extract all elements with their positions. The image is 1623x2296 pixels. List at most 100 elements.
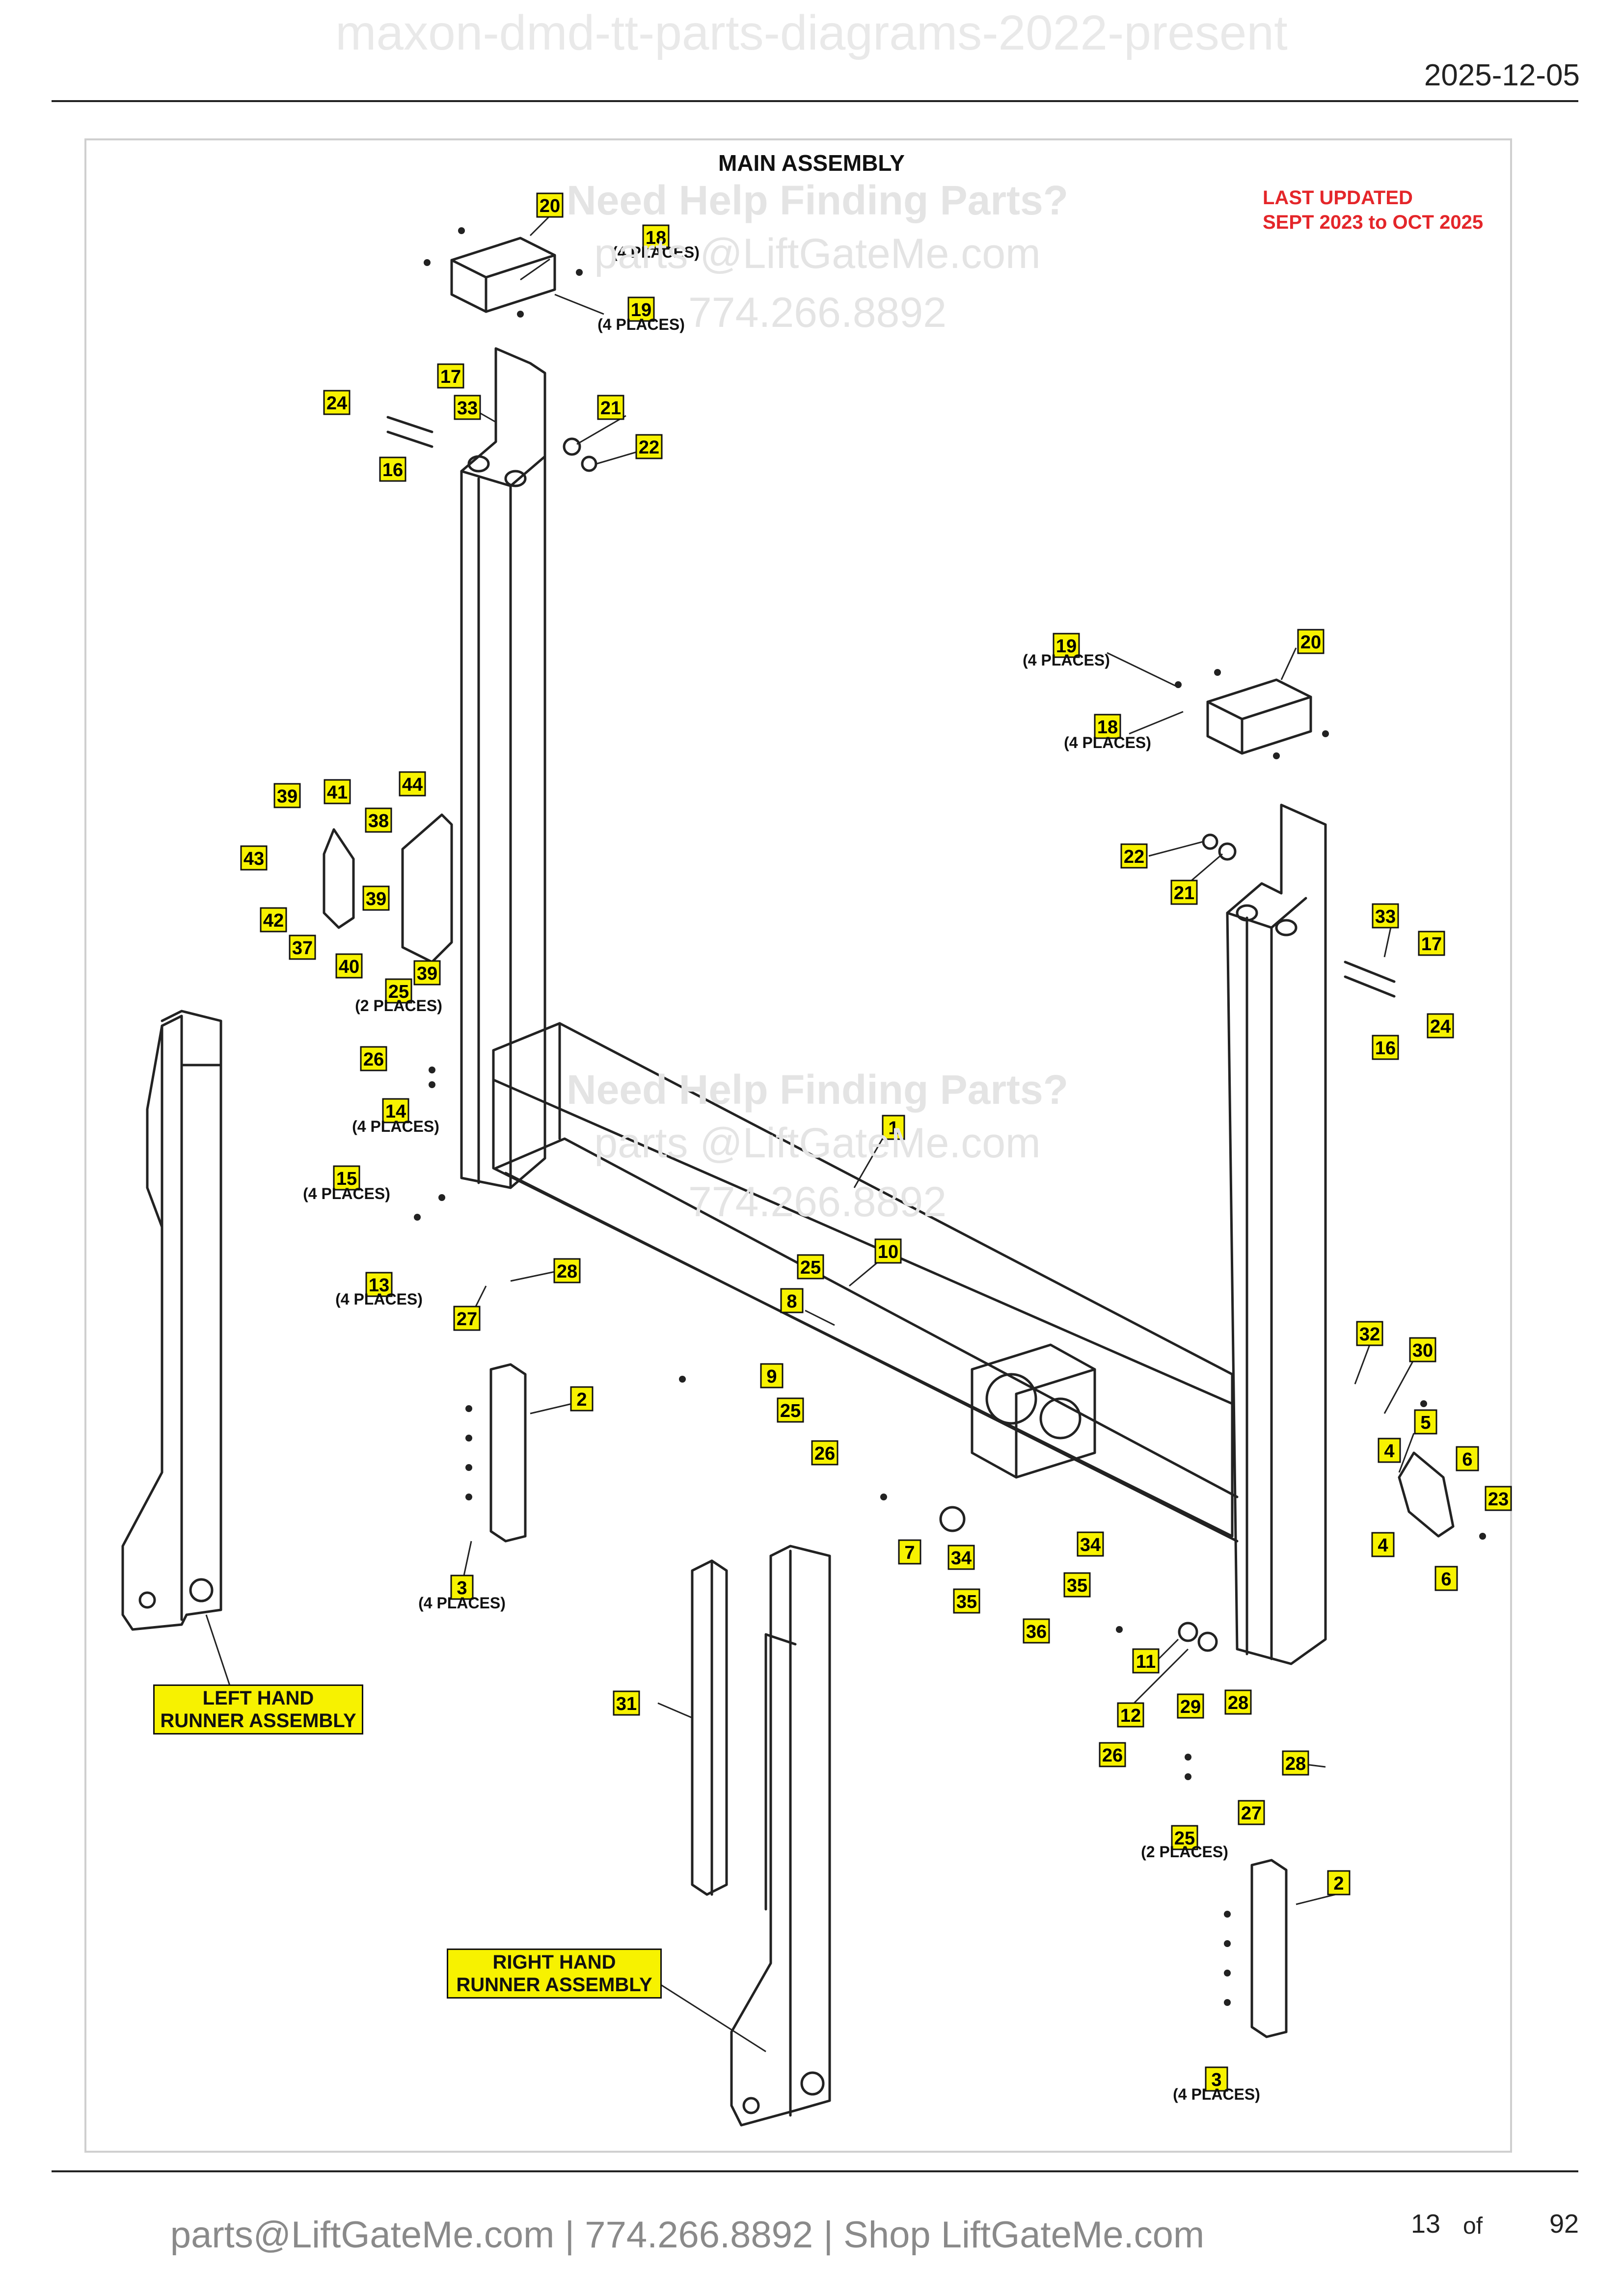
callout-number: 6 — [1462, 1449, 1472, 1470]
quantity-note: (4 PLACES) — [1064, 734, 1151, 751]
watermark-phone: 774.266.8892 — [688, 289, 947, 336]
seal-part-7 — [939, 1506, 966, 1532]
callout-26: 26 — [360, 1046, 387, 1071]
callout-33: 33 — [1372, 903, 1399, 929]
callout-box — [240, 845, 268, 871]
callout-box — [1485, 1486, 1512, 1511]
lever-part-5 — [1398, 1451, 1455, 1538]
callout-16: 16 — [379, 456, 406, 482]
washer-22-left — [581, 455, 597, 472]
callout-27: 27 — [1238, 1800, 1265, 1825]
washer-21-right — [1218, 842, 1237, 861]
callout-box — [450, 1575, 474, 1600]
callout-3: 3 — [450, 1575, 474, 1600]
callout-box — [1117, 1702, 1144, 1728]
help-watermark-top: Need Help Finding Parts? parts @LiftGate… — [498, 177, 1136, 342]
callout-1: 1 — [882, 1115, 905, 1140]
callout-box — [399, 771, 426, 797]
diagram-frame — [84, 138, 1512, 2153]
quantity-note: (2 PLACES) — [1141, 1843, 1228, 1861]
callout-26: 26 — [811, 1440, 839, 1466]
callout-number: 25 — [388, 982, 409, 1002]
callout-box — [947, 1545, 975, 1570]
callout-number: 34 — [951, 1548, 972, 1569]
pump-motor-block — [971, 1343, 1096, 1479]
callout-box — [1427, 1013, 1454, 1039]
callout-number: 28 — [1285, 1754, 1306, 1774]
callout-box — [1063, 1572, 1091, 1598]
callout-box — [1414, 1409, 1437, 1435]
callout-box — [260, 907, 287, 933]
callout-number: 10 — [878, 1242, 898, 1262]
callout-number: 12 — [1120, 1706, 1141, 1726]
callout-13: 13 — [365, 1272, 393, 1297]
callout-number: 25 — [800, 1257, 821, 1278]
callout-number: 6 — [1441, 1569, 1451, 1590]
top-cap-left — [450, 237, 556, 313]
callout-number: 23 — [1488, 1489, 1509, 1510]
quantity-note: (4 PLACES) — [335, 1290, 423, 1308]
callout-number: 25 — [780, 1401, 801, 1421]
callout-number: 28 — [557, 1261, 577, 1282]
callout-18: 18 — [642, 224, 670, 250]
page-total: 92 — [1549, 2209, 1579, 2239]
callout-number: 19 — [631, 300, 651, 320]
callout-20: 20 — [1297, 629, 1325, 654]
callout-number: 9 — [766, 1366, 777, 1387]
left-hand-runner-assembly — [121, 1010, 222, 1631]
callout-41: 41 — [324, 779, 351, 804]
callout-number: 39 — [277, 786, 298, 807]
callout-44: 44 — [399, 771, 426, 797]
callout-number: 40 — [339, 957, 359, 977]
help-watermark-middle: Need Help Finding Parts? parts @LiftGate… — [498, 1066, 1136, 1231]
callout-number: 1 — [888, 1118, 898, 1139]
callout-number: 31 — [616, 1694, 637, 1714]
callout-box — [1372, 903, 1399, 929]
callout-number: 29 — [1180, 1697, 1201, 1717]
callout-box — [1371, 1532, 1395, 1557]
callout-22: 22 — [1120, 843, 1148, 869]
callout-box — [1023, 1618, 1050, 1644]
quantity-note: (4 PLACES) — [352, 1118, 439, 1135]
callout-36: 36 — [1023, 1618, 1050, 1644]
washer-12 — [1197, 1631, 1218, 1652]
callout-number: 26 — [814, 1443, 835, 1464]
footer-rule — [52, 2170, 1578, 2172]
fasteners — [414, 227, 1486, 2006]
callout-number: 15 — [336, 1169, 357, 1189]
quantity-note: (2 PLACES) — [355, 997, 442, 1015]
callout-33: 33 — [454, 395, 481, 420]
guide-plate-right — [1250, 1859, 1288, 2038]
callout-39: 39 — [413, 960, 441, 986]
quantity-note: (4 PLACES) — [597, 316, 685, 333]
callout-43: 43 — [240, 845, 268, 871]
callout-box — [613, 1690, 640, 1716]
callout-number: 13 — [369, 1275, 389, 1296]
callout-box — [1378, 1438, 1401, 1463]
callout-25: 25 — [797, 1254, 824, 1280]
last-updated-note: LAST UPDATED SEPT 2023 to OCT 2025 — [1263, 186, 1483, 235]
callout-number: 24 — [326, 393, 347, 414]
callout-box — [382, 1098, 409, 1123]
footer-contact: parts@LiftGateMe.com | 774.266.8892 | Sh… — [170, 2214, 1205, 2256]
callout-number: 22 — [639, 437, 659, 458]
callout-box — [597, 395, 624, 420]
callout-number: 18 — [646, 228, 666, 248]
quantity-note: (4 PLACES) — [612, 243, 700, 261]
callout-number: 22 — [1124, 847, 1144, 867]
callout-number: 16 — [1375, 1038, 1396, 1059]
callout-32: 32 — [1356, 1321, 1383, 1346]
callout-42: 42 — [260, 907, 287, 933]
callout-box — [289, 934, 316, 960]
callout-box — [777, 1397, 804, 1423]
callout-box — [898, 1539, 921, 1565]
callout-number: 38 — [368, 811, 389, 831]
callout-14: 14 — [382, 1098, 409, 1123]
callout-21: 21 — [1170, 880, 1198, 905]
callout-number: 33 — [1375, 907, 1396, 927]
callout-box — [273, 783, 301, 808]
pin-right — [1344, 961, 1396, 998]
callout-box — [323, 390, 351, 415]
